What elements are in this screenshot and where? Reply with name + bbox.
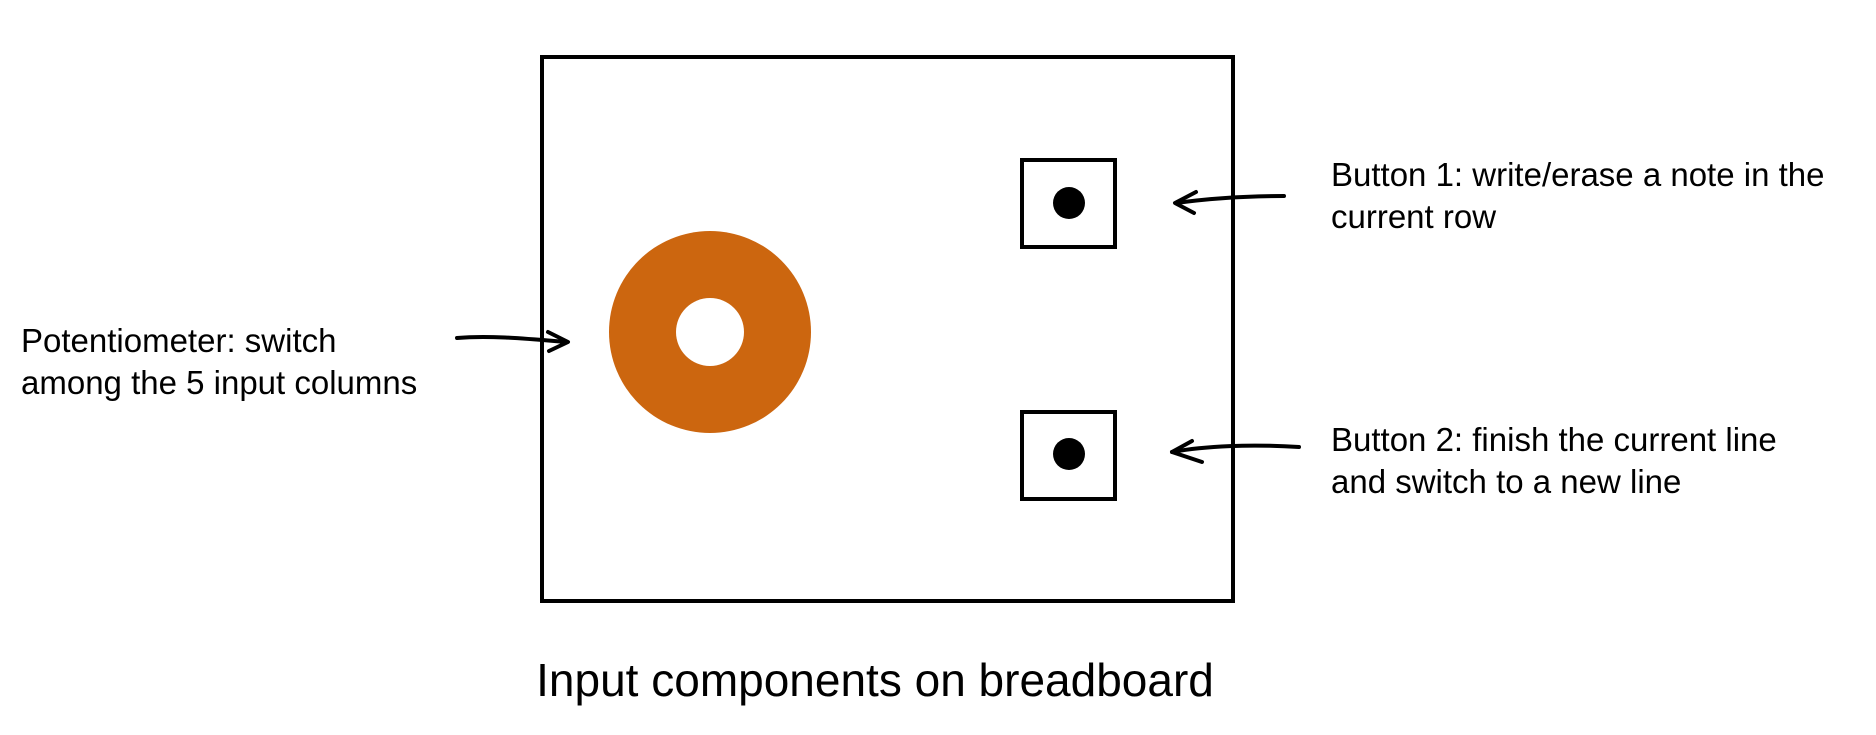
potentiometer-label: Potentiometer: switch among the 5 input … [21,320,417,404]
button-2-label-line-2: and switch to a new line [1331,463,1682,500]
button-1-icon [1020,158,1117,249]
diagram-caption: Input components on breadboard [536,654,1214,706]
potentiometer-icon [609,231,811,433]
potentiometer-center [676,298,744,366]
button-2-arrow-icon [1170,439,1301,464]
button-2-cap [1053,438,1085,470]
button-1-cap [1053,187,1085,219]
potentiometer-label-line-2: among the 5 input columns [21,364,418,401]
button-1-body [1020,158,1117,249]
button-2-body [1020,410,1117,501]
button-1-label: Button 1: write/erase a note in the curr… [1331,154,1824,238]
button-1-label-line-2: current row [1331,198,1497,235]
potentiometer-label-line-1: Potentiometer: switch [21,322,337,359]
button-1-label-line-1: Button 1: write/erase a note in the [1331,156,1825,193]
button-1-arrow-icon [1173,190,1286,215]
button-2-label: Button 2: finish the current line and sw… [1331,419,1777,503]
breadboard-outline [540,55,1235,603]
button-2-label-line-1: Button 2: finish the current line [1331,421,1777,458]
button-2-icon [1020,410,1117,501]
potentiometer-arrow-icon [455,330,570,353]
